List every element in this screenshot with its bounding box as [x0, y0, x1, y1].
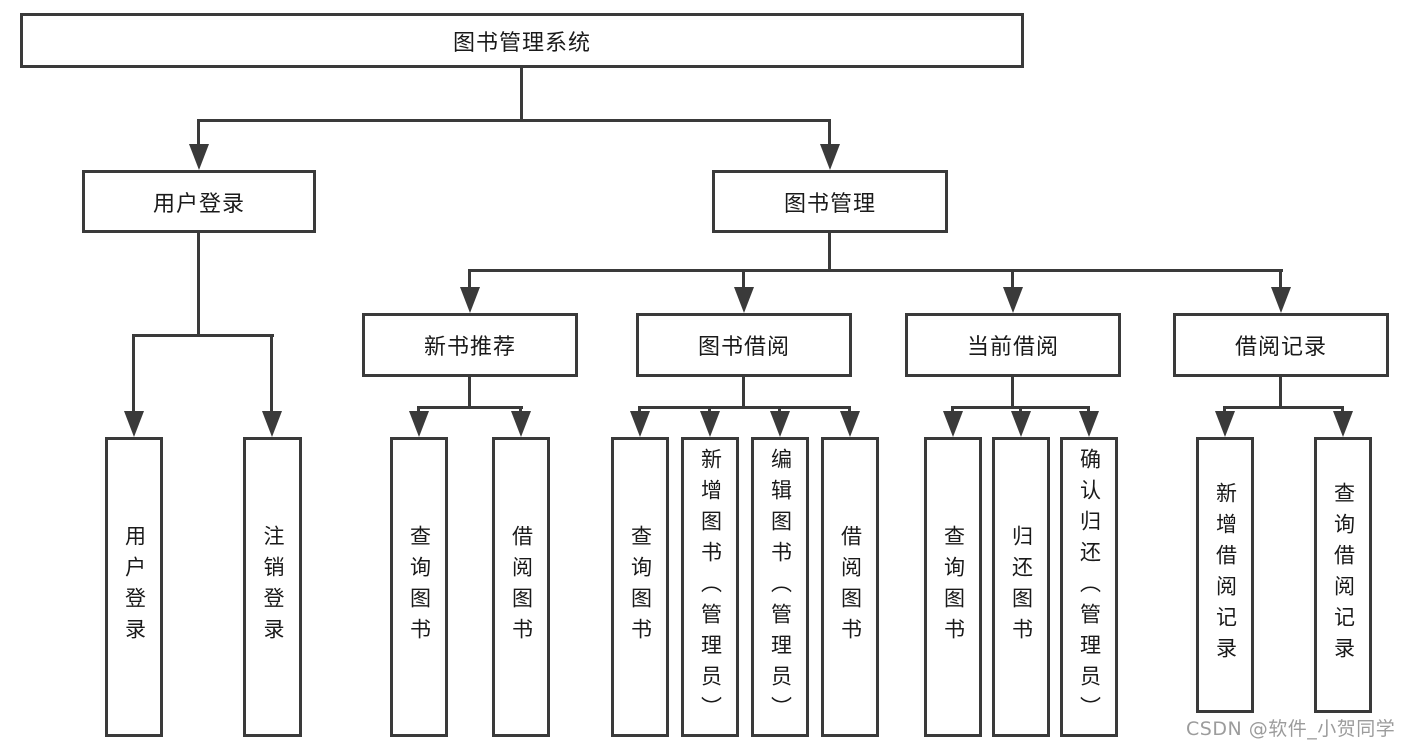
node-borrowing-records: 借阅记录 [1173, 313, 1389, 377]
leaf-label: 新增图书（管理员） [698, 447, 723, 727]
connector-line [638, 406, 641, 414]
leaf-borrow-books: 借阅图书 [821, 437, 879, 737]
arrow-down-icon [1079, 411, 1099, 437]
connector-line [778, 406, 781, 414]
connector-line [1279, 377, 1282, 409]
connector-line [742, 377, 745, 409]
connector-line [1223, 406, 1226, 414]
leaf-label: 新增借阅记录 [1213, 482, 1238, 668]
arrow-down-icon [1011, 411, 1031, 437]
connector-line [132, 334, 135, 411]
leaf-confirm-return-admin: 确认归还（管理员） [1060, 437, 1118, 737]
connector-line [1011, 269, 1014, 289]
node-book-borrowing: 图书借阅 [636, 313, 852, 377]
connector-line [1279, 269, 1282, 289]
leaf-label: 编辑图书（管理员） [768, 447, 793, 727]
connector-line [1011, 377, 1014, 409]
arrow-down-icon [700, 411, 720, 437]
connector-line [468, 269, 471, 289]
arrow-down-icon [1271, 287, 1291, 313]
leaf-label: 借阅图书 [509, 525, 534, 649]
connector-line [828, 119, 831, 146]
node-label: 图书管理 [783, 191, 876, 217]
leaf-edit-books-admin: 编辑图书（管理员） [751, 437, 809, 737]
arrow-down-icon [1003, 287, 1023, 313]
connector-line [1087, 406, 1090, 414]
leaf-add-borrow-record: 新增借阅记录 [1196, 437, 1254, 713]
leaf-label: 查询图书 [941, 525, 966, 649]
leaf-label: 借阅图书 [838, 525, 863, 649]
arrow-down-icon [840, 411, 860, 437]
leaf-logout: 注销登录 [243, 437, 302, 737]
connector-line [640, 406, 850, 409]
arrow-down-icon [1333, 411, 1353, 437]
connector-line [419, 406, 523, 409]
leaf-label: 查询图书 [407, 525, 432, 649]
node-current-borrowing: 当前借阅 [905, 313, 1121, 377]
node-label: 当前借阅 [966, 335, 1059, 360]
arrow-down-icon [460, 287, 480, 313]
csdn-watermark: CSDN @软件_小贺同学 [1186, 718, 1396, 740]
arrow-down-icon [820, 144, 840, 170]
connector-line [951, 406, 954, 414]
arrow-down-icon [409, 411, 429, 437]
connector-line [197, 119, 200, 146]
leaf-query-borrow-record: 查询借阅记录 [1314, 437, 1372, 713]
arrow-down-icon [943, 411, 963, 437]
leaf-query-books-current: 查询图书 [924, 437, 982, 737]
node-book-management: 图书管理 [712, 170, 948, 233]
arrow-down-icon [734, 287, 754, 313]
leaf-borrow-books-recommend: 借阅图书 [492, 437, 550, 737]
connector-line [828, 233, 831, 272]
arrow-down-icon [1215, 411, 1235, 437]
connector-line [198, 119, 831, 122]
node-label: 图书借阅 [697, 335, 790, 360]
connector-line [468, 377, 471, 409]
connector-line [133, 334, 274, 337]
connector-line [197, 233, 200, 337]
arrow-down-icon [770, 411, 790, 437]
connector-line [848, 406, 851, 414]
leaf-query-books-recommend: 查询图书 [390, 437, 448, 737]
arrow-down-icon [511, 411, 531, 437]
connector-line [417, 406, 420, 414]
node-label: 图书管理系统 [452, 30, 591, 56]
connector-line [1225, 406, 1343, 409]
leaf-label: 查询图书 [628, 525, 653, 649]
leaf-add-books-admin: 新增图书（管理员） [681, 437, 739, 737]
connector-line [708, 406, 711, 414]
connector-line [470, 269, 1283, 272]
arrow-down-icon [630, 411, 650, 437]
leaf-user-login: 用户登录 [105, 437, 163, 737]
node-new-book-recommendation: 新书推荐 [362, 313, 578, 377]
connector-line [520, 67, 523, 121]
node-library-management-system: 图书管理系统 [20, 13, 1024, 68]
arrow-down-icon [262, 411, 282, 437]
connector-line [519, 406, 522, 414]
node-label: 用户登录 [152, 191, 245, 217]
leaf-label: 注销登录 [261, 525, 285, 649]
arrow-down-icon [124, 411, 144, 437]
leaf-query-books-borrow: 查询图书 [611, 437, 669, 737]
node-user-login: 用户登录 [82, 170, 316, 233]
leaf-label: 用户登录 [122, 525, 147, 649]
leaf-label: 查询借阅记录 [1331, 482, 1356, 668]
connector-line [1019, 406, 1022, 414]
leaf-label: 确认归还（管理员） [1077, 447, 1102, 727]
node-label: 新书推荐 [423, 335, 516, 360]
node-label: 借阅记录 [1234, 335, 1327, 360]
arrow-down-icon [189, 144, 209, 170]
connector-line [742, 269, 745, 289]
connector-line [1341, 406, 1344, 414]
leaf-return-books: 归还图书 [992, 437, 1050, 737]
leaf-label: 归还图书 [1009, 525, 1034, 649]
connector-line [270, 334, 273, 411]
